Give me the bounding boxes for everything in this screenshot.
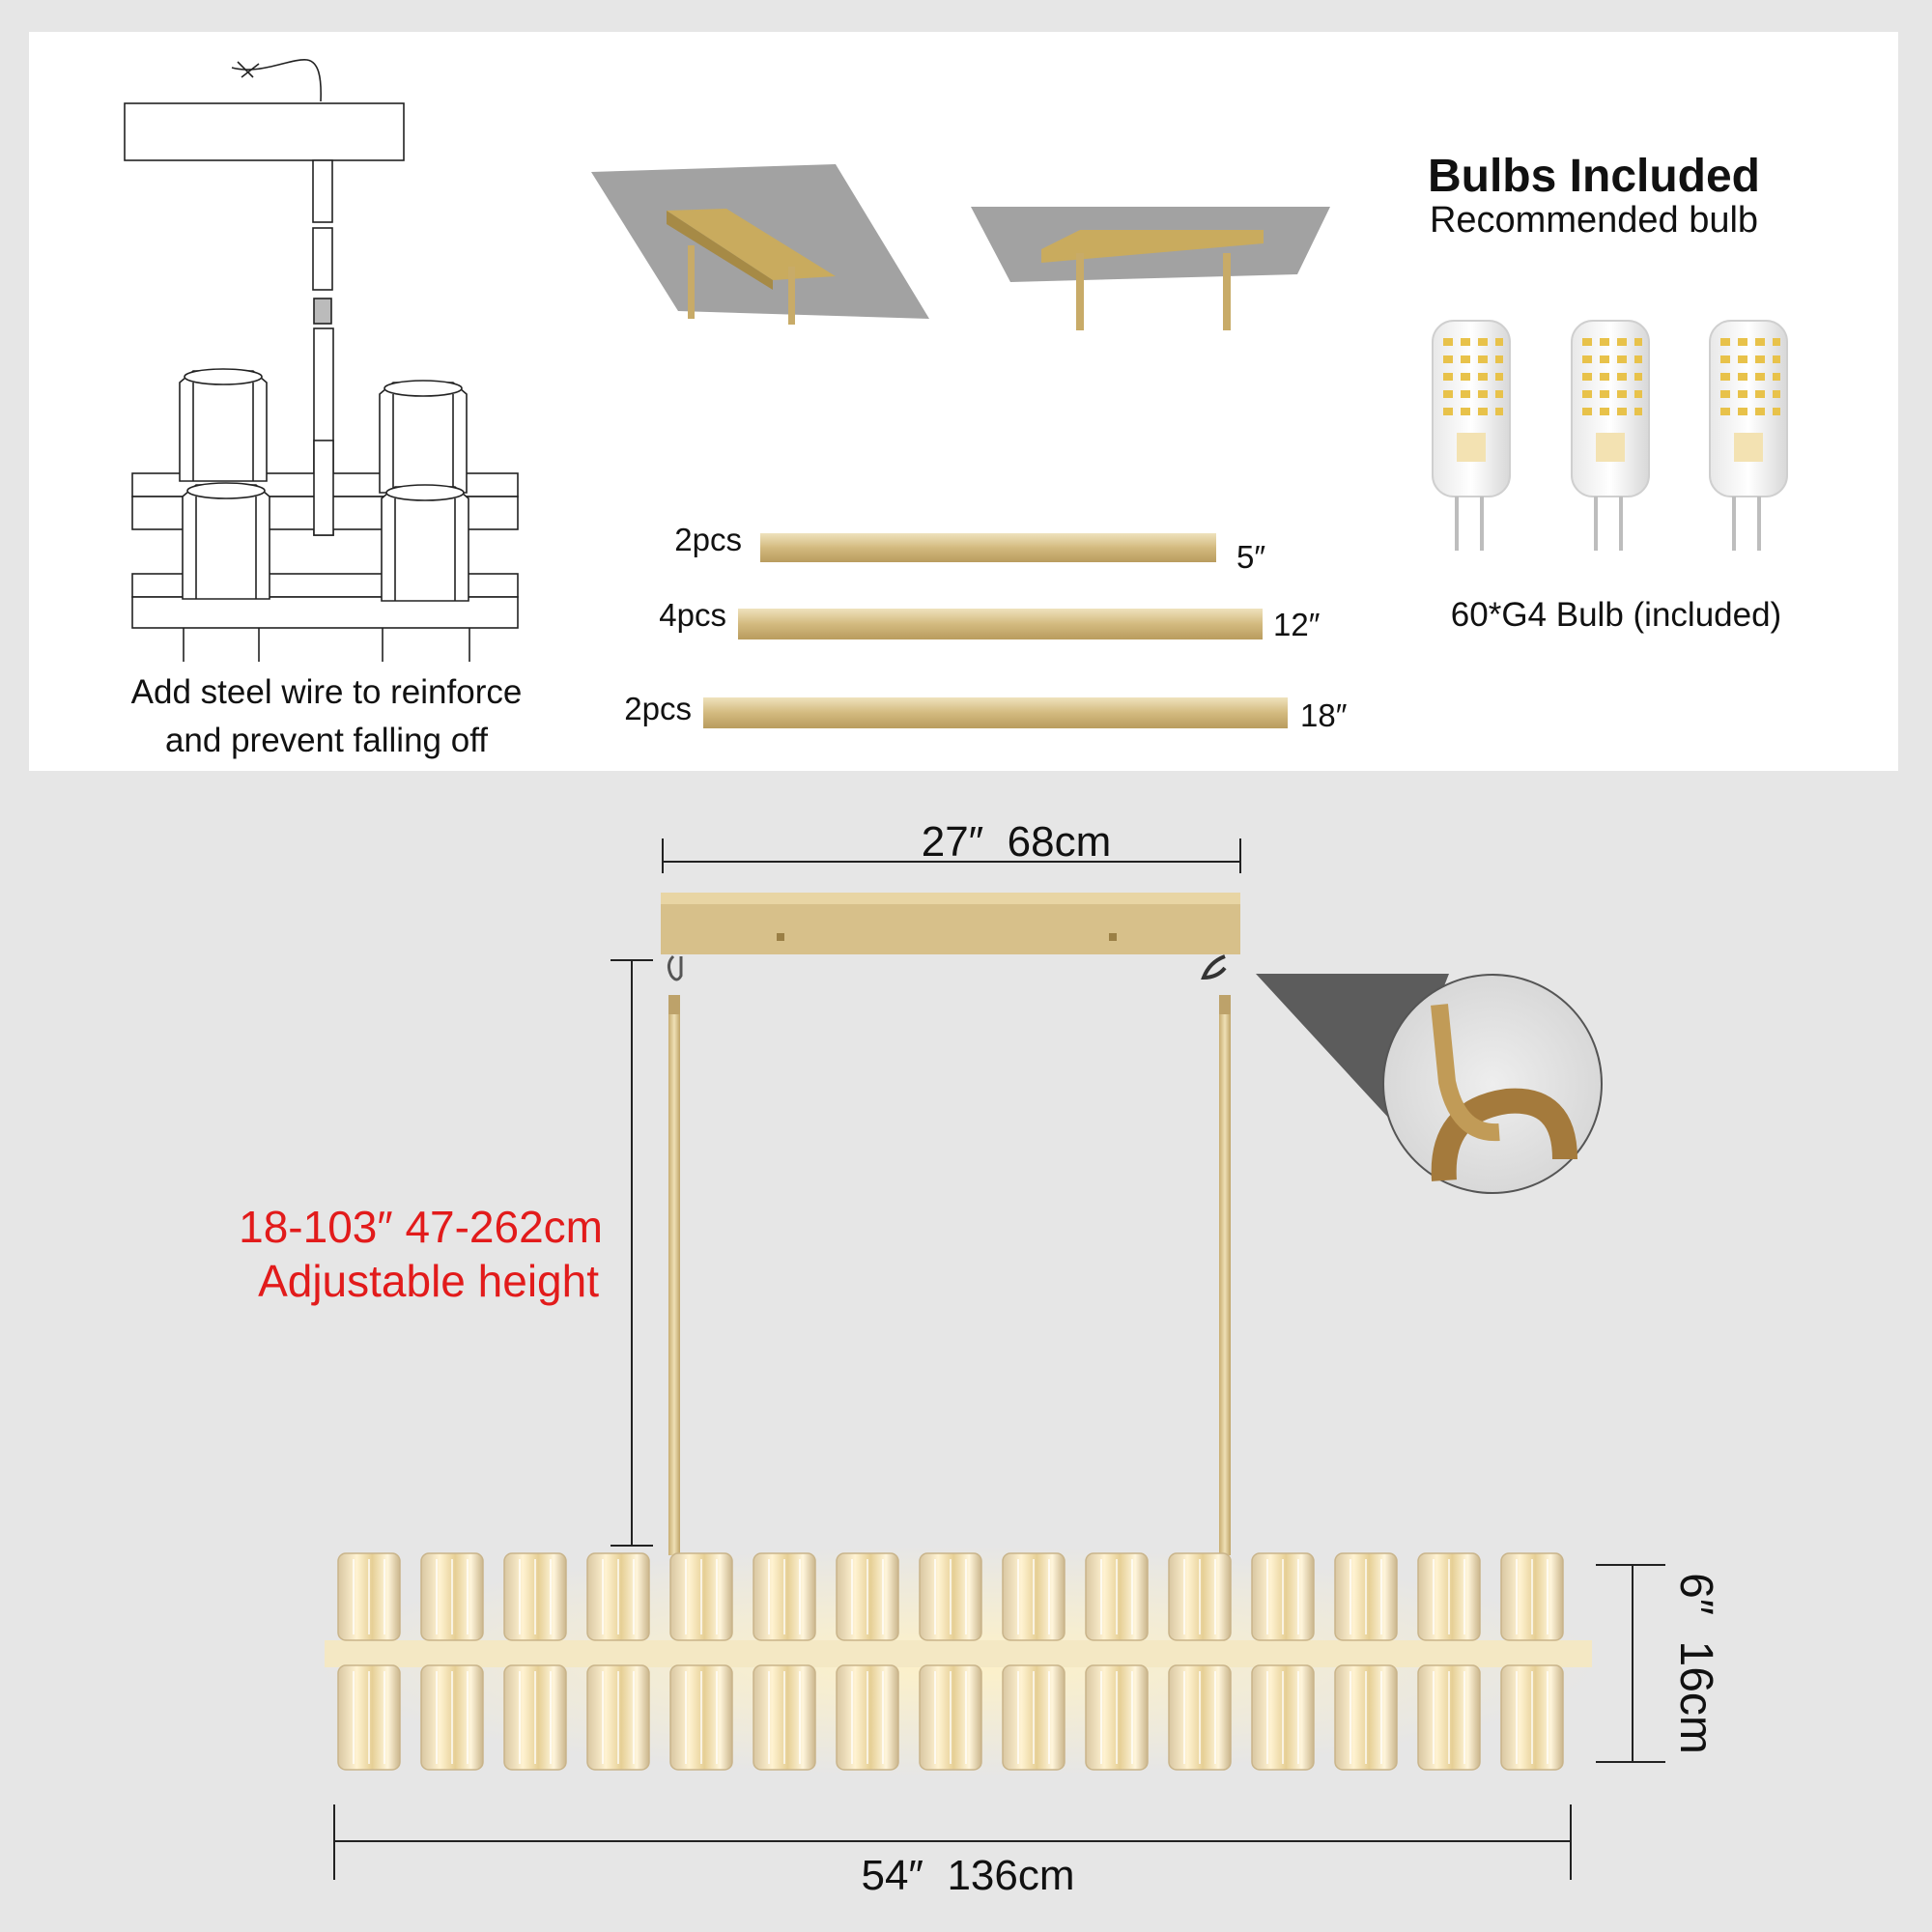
- body-height-dimension: [1596, 1564, 1665, 1763]
- canopy-width-dimension: [662, 838, 1241, 873]
- suspension-rod-right: [1219, 1005, 1231, 1555]
- suspension-rod-left: [668, 1005, 680, 1555]
- frame-bar-bottom: [131, 596, 519, 629]
- rod-bar: [760, 533, 1216, 562]
- mounting-plate-1: [591, 164, 929, 325]
- hook-detail-rod: [1431, 1004, 1500, 1142]
- rod-bar: [703, 697, 1288, 728]
- hook: [667, 954, 683, 981]
- hook-detail-ring: [1431, 1088, 1577, 1181]
- wire-tube-1: [312, 159, 333, 223]
- install-caption-line2: and prevent falling off: [165, 722, 488, 759]
- wire-tube-4: [313, 440, 334, 536]
- height-dimension: [611, 959, 653, 1547]
- body-height-label: 6″ 16cm: [1670, 1573, 1721, 1754]
- fixture-bar: [325, 1640, 1592, 1667]
- crystal-prism-2: [379, 380, 468, 494]
- install-caption-line1: Add steel wire to reinforce: [131, 673, 523, 711]
- canopy-outline: [124, 102, 405, 161]
- rod-qty: 2pcs: [624, 691, 692, 726]
- height-adjustable-label: Adjustable height: [258, 1256, 599, 1306]
- wire-clip: [313, 298, 332, 325]
- rod-bar: [738, 609, 1263, 639]
- crystal-prism-3: [182, 482, 270, 600]
- bulbs-caption: 60*G4 Bulb (included): [1451, 596, 1781, 634]
- rod-qty: 2pcs: [674, 522, 742, 557]
- rod-length: 5″: [1236, 539, 1265, 575]
- bulbs-subtitle: Recommended bulb: [1430, 200, 1758, 241]
- supply-wire: [231, 59, 322, 102]
- body-length-label: 54″ 136cm: [861, 1852, 1074, 1899]
- hook-detail-zoom: [1382, 974, 1603, 1194]
- rod-row-18in: 2pcs 18″: [624, 691, 1347, 733]
- supply-wire-end: [237, 61, 260, 78]
- rod-row-12in: 4pcs 12″: [659, 597, 1320, 642]
- hook: [1201, 954, 1227, 980]
- body-length-dimension: [333, 1804, 1572, 1880]
- mounting-plate-2: [971, 207, 1330, 330]
- wire-tube-2: [312, 227, 333, 291]
- fixture-body: [309, 1546, 1604, 1777]
- bulbs-title: Bulbs Included: [1428, 151, 1760, 202]
- height-range-label: 18-103″ 47-262cm: [239, 1202, 603, 1252]
- crystal-prism-1: [179, 368, 268, 482]
- installation-drawing: [124, 59, 519, 662]
- canopy-width-label: 27″ 68cm: [922, 818, 1112, 866]
- g4-bulb-icon: [1432, 320, 1511, 551]
- crystal-prism-4: [381, 484, 469, 602]
- rod-length: 18″: [1300, 697, 1348, 733]
- rod-qty: 4pcs: [659, 597, 726, 633]
- rod-row-5in: 2pcs 5″: [674, 522, 1265, 575]
- rod-length: 12″: [1273, 607, 1321, 642]
